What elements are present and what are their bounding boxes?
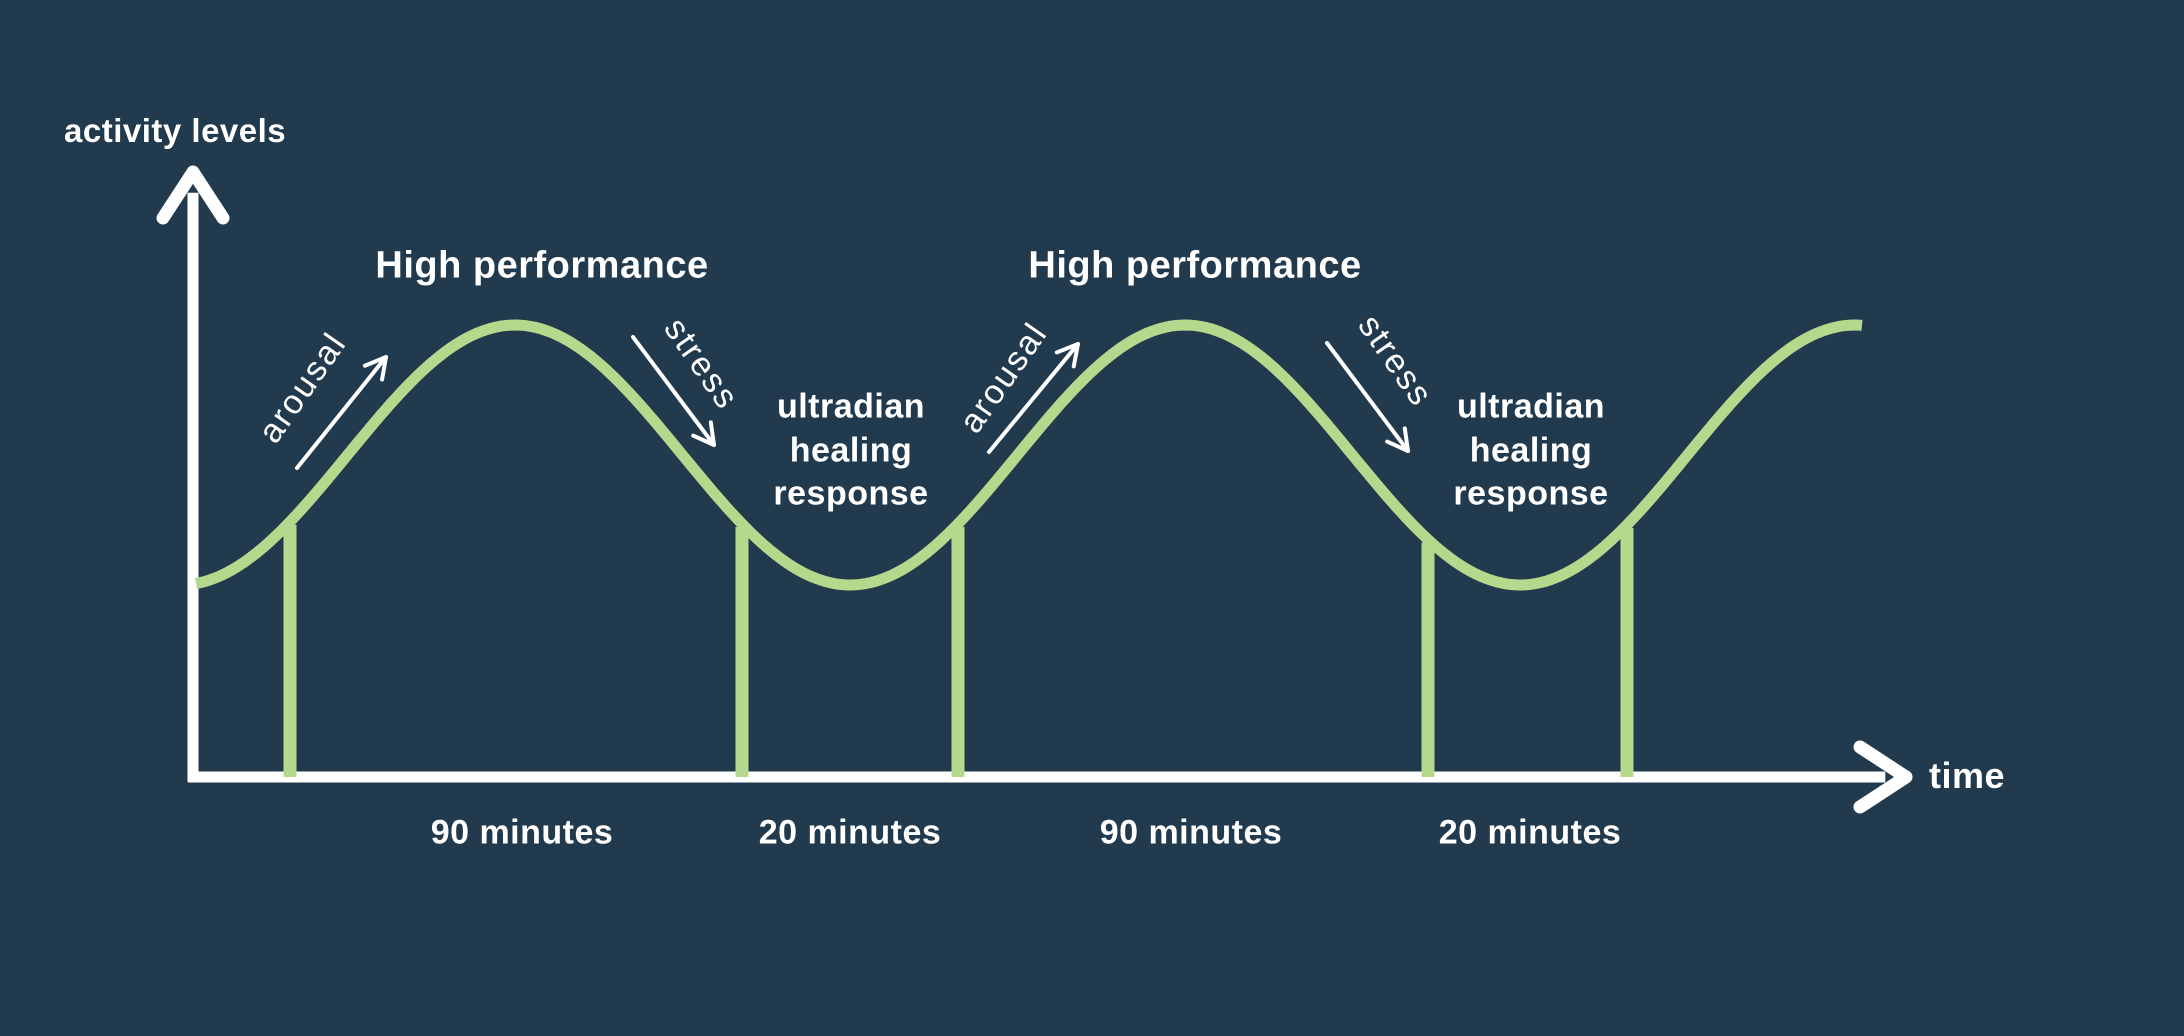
- y-axis-arrowhead: [156, 165, 230, 225]
- trough-label-2: ultradian healing response: [1453, 387, 1609, 513]
- duration-label-4: 20 minutes: [1438, 813, 1622, 852]
- x-axis-arrowhead: [1853, 740, 1913, 814]
- x-axis-label: time: [1929, 755, 2006, 796]
- y-axis-label: activity levels: [64, 112, 287, 149]
- stress-arrow-2-head: [1385, 426, 1410, 453]
- stress-arrow-1-head: [691, 420, 716, 447]
- duration-label-3: 90 minutes: [1099, 813, 1283, 852]
- x-axis: [188, 740, 1913, 814]
- activity-wave: [194, 319, 1863, 591]
- duration-label-2: 20 minutes: [758, 813, 942, 852]
- stress-arrow-1-line: [631, 335, 716, 447]
- arousal-arrow-1-head: [362, 355, 388, 382]
- annotation-arrows: [295, 335, 1410, 470]
- arousal-arrow-2-head: [1054, 342, 1080, 369]
- segment-ticks: [283, 524, 1634, 777]
- duration-label-1: 90 minutes: [430, 813, 614, 852]
- peak-label-2: High performance: [1028, 244, 1362, 287]
- trough-label-1: ultradian healing response: [773, 387, 929, 513]
- stress-arrow-2-line: [1325, 341, 1410, 453]
- activity-wave-path: [194, 319, 1863, 591]
- peak-label-1: High performance: [375, 244, 709, 287]
- arousal-arrow-1-line: [295, 355, 388, 470]
- arousal-arrow-2-line: [987, 342, 1080, 454]
- y-axis: [156, 165, 230, 782]
